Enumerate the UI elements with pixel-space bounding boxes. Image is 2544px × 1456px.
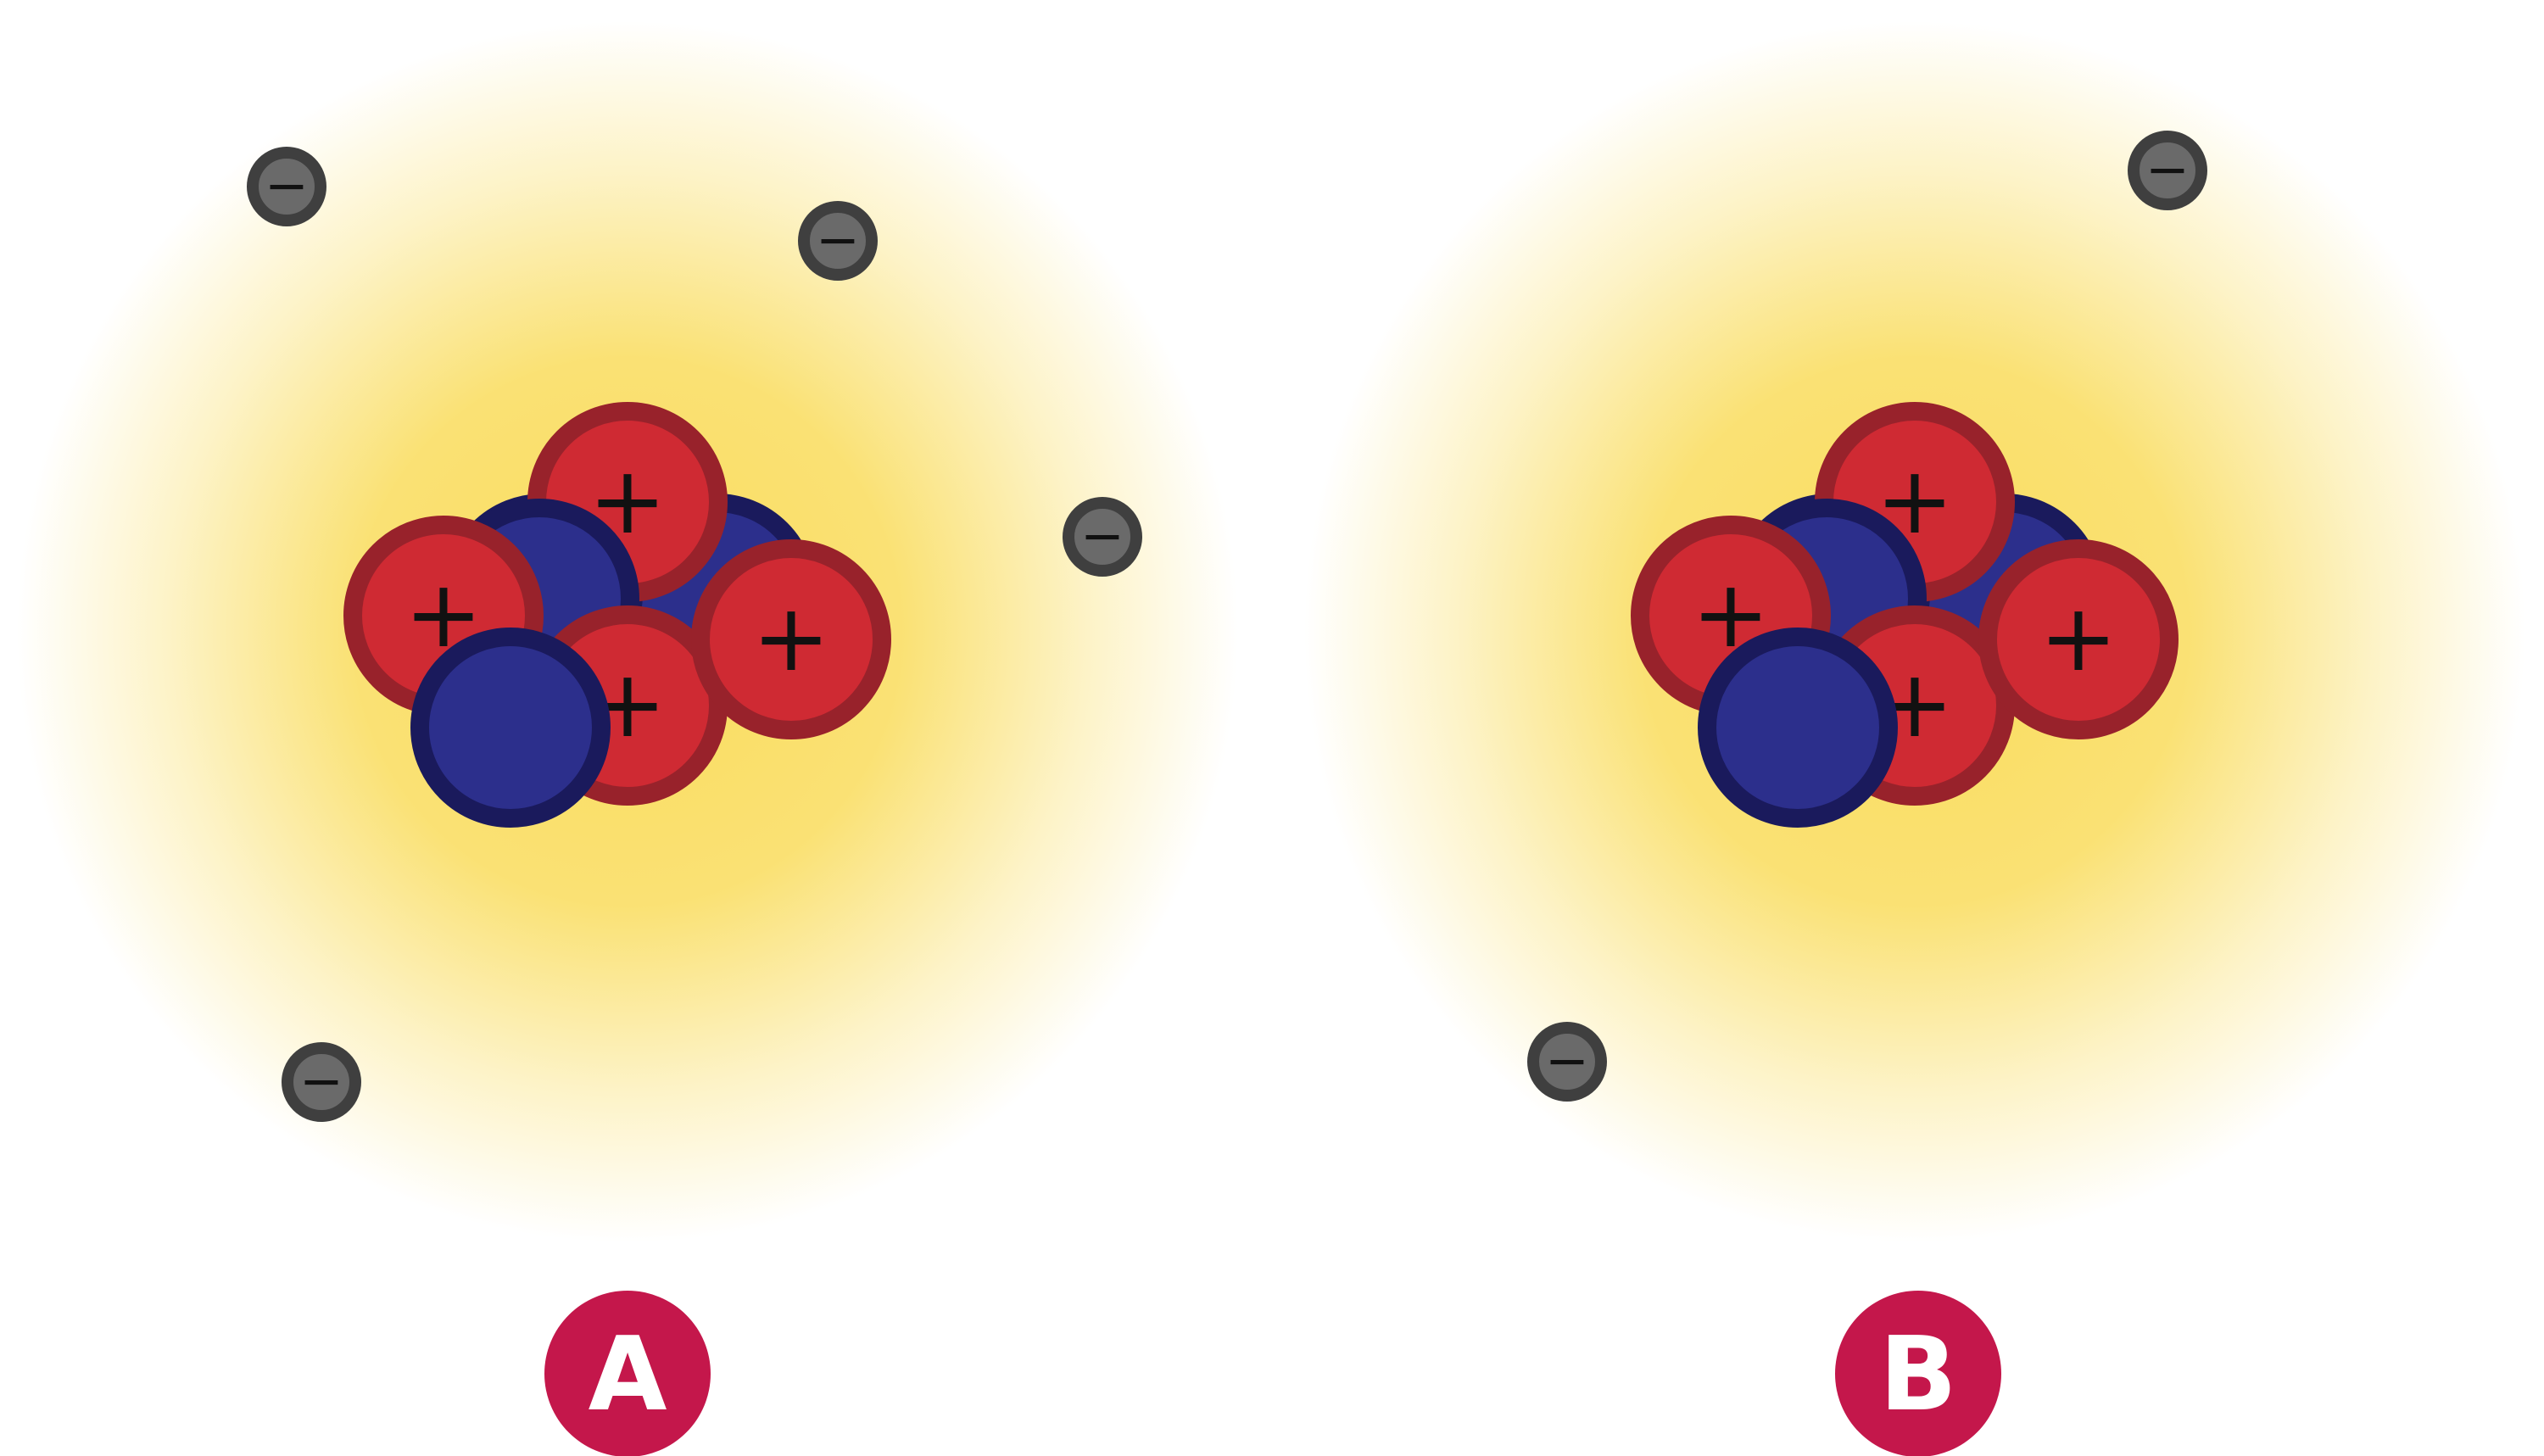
proton: + xyxy=(1978,539,2179,739)
electron-minus-sign: − xyxy=(816,209,860,271)
electron: − xyxy=(282,1042,361,1122)
electron-minus-sign: − xyxy=(1080,505,1124,566)
atom-a: + + + + xyxy=(17,21,1238,1456)
nucleus: + + + + xyxy=(343,402,891,828)
atom-label: B xyxy=(1879,1316,1956,1434)
nucleus: + + + + xyxy=(1631,402,2179,828)
electron-minus-sign: − xyxy=(299,1050,343,1112)
proton-plus-sign: + xyxy=(752,583,830,692)
neutron xyxy=(410,628,611,828)
electron-minus-sign: − xyxy=(265,154,309,216)
neutron xyxy=(1698,628,1898,828)
electron-minus-sign: − xyxy=(1545,1029,1589,1091)
proton: + xyxy=(691,539,891,739)
atom-label-badge: A xyxy=(544,1291,711,1456)
electron: − xyxy=(2128,131,2207,210)
electron: − xyxy=(1527,1022,1607,1102)
atom-label: A xyxy=(589,1316,667,1434)
proton-plus-sign: + xyxy=(2039,583,2117,692)
atom-label-badge: B xyxy=(1835,1291,2001,1456)
electron: − xyxy=(798,201,878,281)
electron-minus-sign: − xyxy=(2145,138,2190,200)
electron: − xyxy=(247,147,326,226)
atom-b: + + + + − xyxy=(1304,21,2525,1456)
electron: − xyxy=(1063,497,1142,577)
